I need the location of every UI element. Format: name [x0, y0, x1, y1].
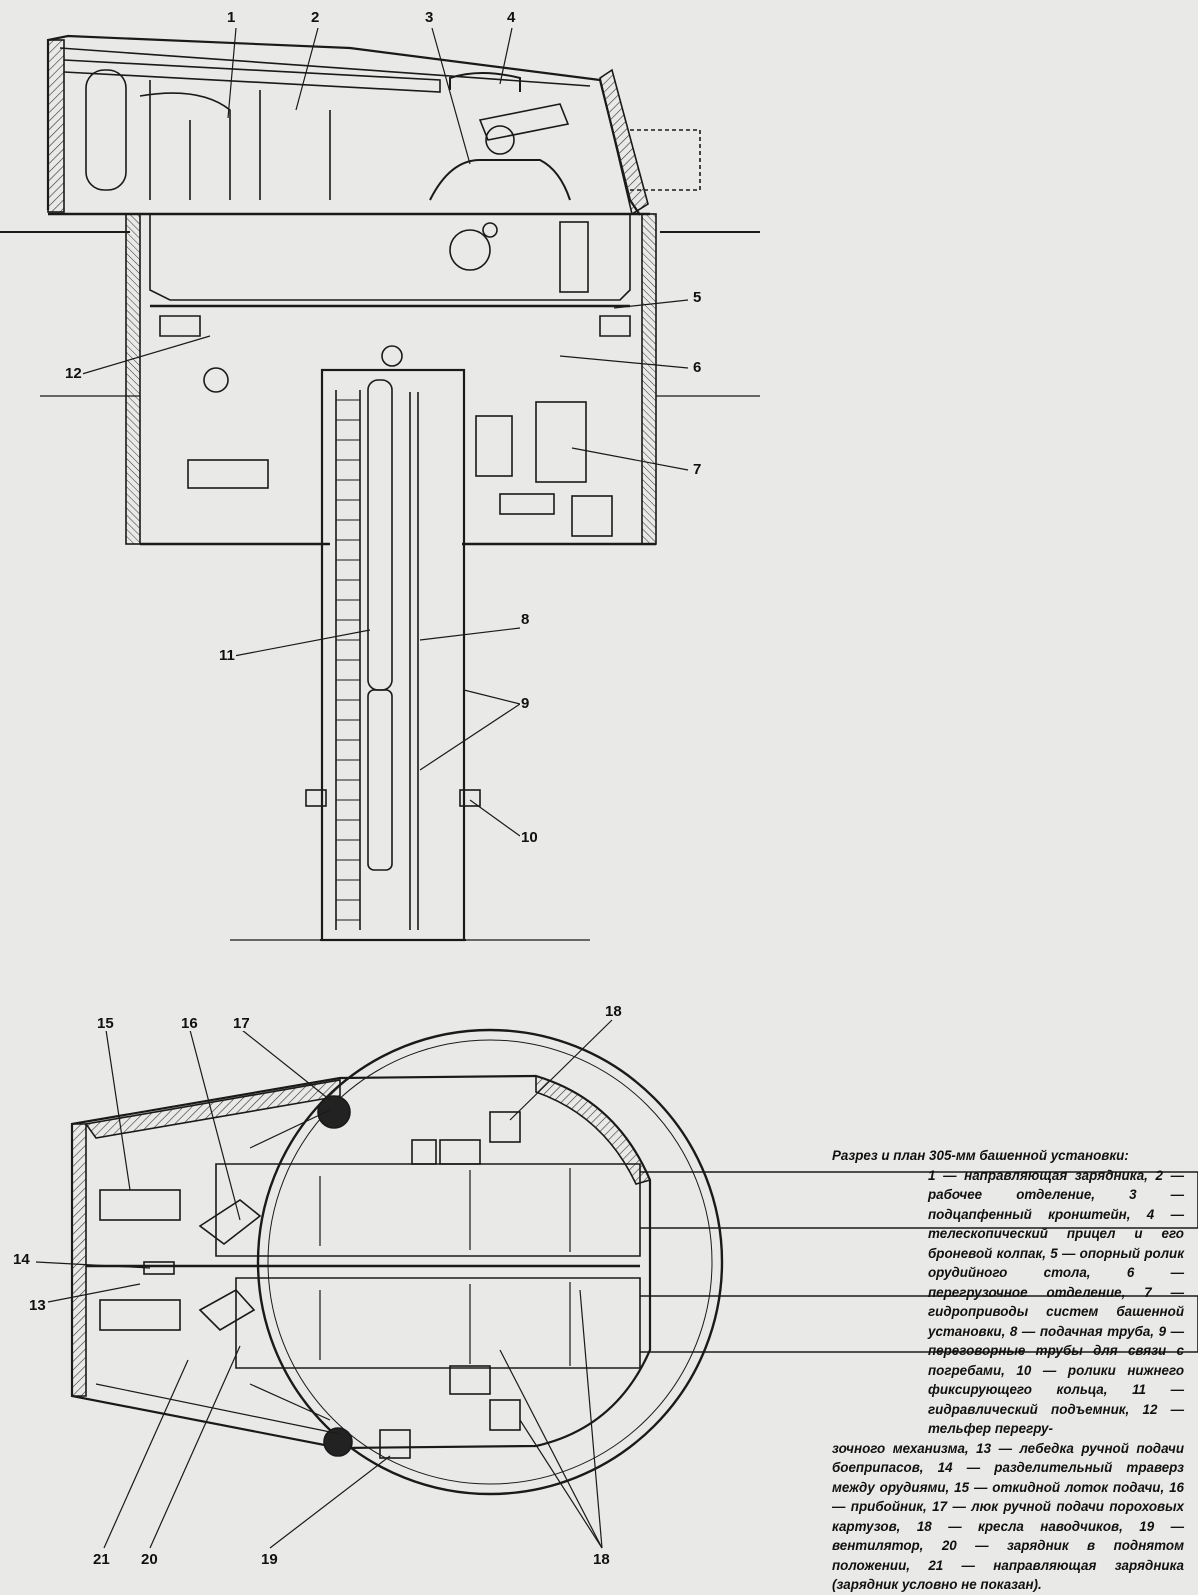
callout-11: 11 — [218, 647, 236, 664]
callout-5: 5 — [692, 289, 703, 306]
callout-18-bottom: 18 — [592, 1551, 611, 1568]
callout-10: 10 — [520, 829, 539, 846]
section-leaders — [81, 27, 689, 837]
plan-view — [70, 1028, 1198, 1496]
figure-caption: Разрез и план 305-мм башенной установки:… — [832, 1146, 1184, 1595]
callout-6: 6 — [692, 359, 703, 376]
callout-9: 9 — [520, 695, 531, 712]
callout-13: 13 — [28, 1297, 47, 1314]
callout-20: 20 — [140, 1551, 159, 1568]
callout-16: 16 — [180, 1015, 199, 1032]
callout-12: 12 — [64, 365, 83, 382]
callout-7: 7 — [692, 461, 703, 478]
callout-18-top: 18 — [604, 1003, 623, 1020]
caption-body: 1 — направляющая зарядника, 2 — рабочее … — [928, 1167, 1184, 1437]
caption-tail: зочного механизма, 13 — лебедка ручной п… — [832, 1440, 1184, 1593]
callout-2: 2 — [310, 9, 321, 26]
callout-4: 4 — [506, 9, 517, 26]
callout-3: 3 — [424, 9, 435, 26]
caption-title: Разрез и план 305-мм башенной установки: — [832, 1148, 1129, 1163]
callout-8: 8 — [520, 611, 531, 628]
plan-leaders — [35, 1019, 613, 1549]
callout-15: 15 — [96, 1015, 115, 1032]
callout-14: 14 — [12, 1251, 31, 1268]
callout-21: 21 — [92, 1551, 111, 1568]
callout-17: 17 — [232, 1015, 251, 1032]
callout-19: 19 — [260, 1551, 279, 1568]
section-view — [0, 34, 760, 942]
callout-1: 1 — [226, 9, 237, 26]
